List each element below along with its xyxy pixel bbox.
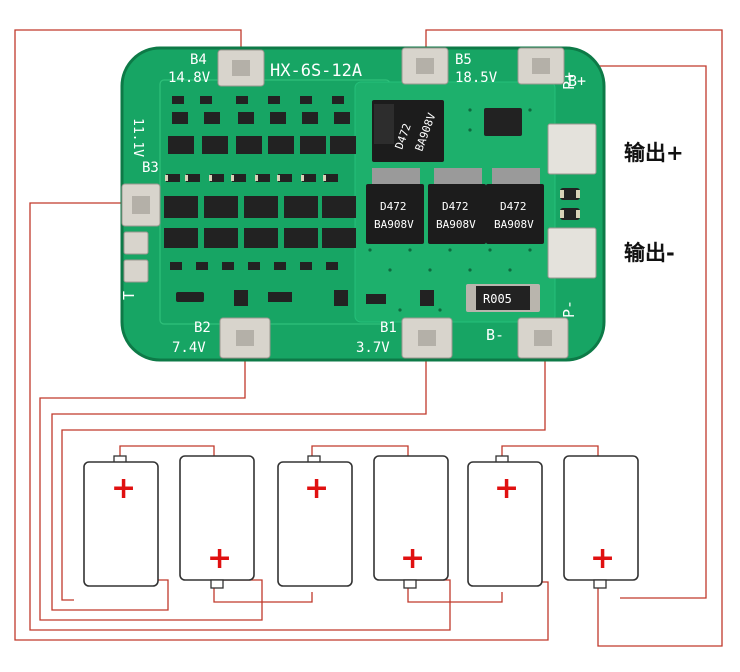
shunt-resistor: R005 xyxy=(466,284,540,312)
pad-label-p-minus: P- xyxy=(560,300,578,318)
copper-dots xyxy=(368,108,532,312)
wire-b-plus xyxy=(548,65,707,599)
pad-voltage-b3: 11.1V xyxy=(130,118,145,157)
battery-6-plus: + xyxy=(590,541,615,576)
pad-p-minus xyxy=(547,227,597,279)
mosfet-1: D472 BA908V xyxy=(366,168,424,244)
pad-label-b5: B5 xyxy=(455,52,472,68)
battery-5-plus: + xyxy=(494,471,519,506)
mosfet-2-top-label: D472 xyxy=(442,200,469,213)
pcb-board: HX-6S-12A B4 14.8V B5 18.5V B+ B3 11.1V … xyxy=(120,46,606,362)
wire-cell-4-5 xyxy=(407,588,503,603)
mosfet-2: D472 BA908V xyxy=(428,168,486,244)
smd-components xyxy=(164,96,580,306)
battery-cell-6: + xyxy=(563,455,639,589)
battery-cell-3: + xyxy=(277,455,353,587)
board-model-label: HX-6S-12A xyxy=(270,61,362,81)
pad-voltage-b5: 18.5V xyxy=(455,70,498,86)
pad-voltage-b2: 7.4V xyxy=(172,340,206,356)
wire-cell-5-6 xyxy=(501,445,599,462)
regulator-chip: D472 BA908V xyxy=(372,100,444,162)
output-minus-label: 输出- xyxy=(624,241,675,265)
wire-b-minus xyxy=(61,345,546,601)
battery-cell-1: + xyxy=(83,455,159,587)
pad-label-b1: B1 xyxy=(380,320,397,336)
pad-label-b4: B4 xyxy=(190,52,207,68)
pad-p-plus xyxy=(547,123,597,175)
wire-cell-1-2 xyxy=(119,445,215,462)
pad-t2 xyxy=(123,259,149,283)
wire-cell-2-3 xyxy=(213,588,313,603)
pad-label-b3: B3 xyxy=(142,160,159,176)
shunt-resistor-label: R005 xyxy=(483,292,512,306)
wire-b4 xyxy=(14,29,549,641)
wire-b2 xyxy=(39,345,263,621)
wiring xyxy=(14,29,723,647)
smd-highlights xyxy=(165,175,580,218)
battery-4-plus: + xyxy=(400,541,425,576)
pad-label-b-minus: B- xyxy=(486,326,504,344)
pad-centers xyxy=(132,58,552,346)
mosfet-3-bottom-label: BA908V xyxy=(494,218,534,231)
mosfet-3-top-label: D472 xyxy=(500,200,527,213)
pad-label-t: T xyxy=(120,291,138,300)
pad-t1 xyxy=(123,231,149,255)
mosfet-1-top-label: D472 xyxy=(380,200,407,213)
wire-b5 xyxy=(425,29,723,647)
battery-cell-5: + xyxy=(467,455,543,587)
battery-cells: + + + + + + xyxy=(83,455,639,589)
mosfet-2-bottom-label: BA908V xyxy=(436,218,476,231)
mosfet-3: D472 BA908V xyxy=(486,168,544,244)
pad-voltage-b1: 3.7V xyxy=(356,340,390,356)
pad-label-b-plus: B+ xyxy=(568,72,586,90)
wire-cell-3-4 xyxy=(311,445,409,462)
battery-cell-4: + xyxy=(373,455,449,589)
mosfet-1-bottom-label: BA908V xyxy=(374,218,414,231)
battery-1-plus: + xyxy=(111,471,136,506)
output-plus-label: 输出+ xyxy=(624,141,684,165)
battery-3-plus: + xyxy=(304,471,329,506)
pad-voltage-b4: 14.8V xyxy=(168,70,211,86)
pad-label-b2: B2 xyxy=(194,320,211,336)
battery-2-plus: + xyxy=(207,541,232,576)
battery-cell-2: + xyxy=(179,455,255,589)
